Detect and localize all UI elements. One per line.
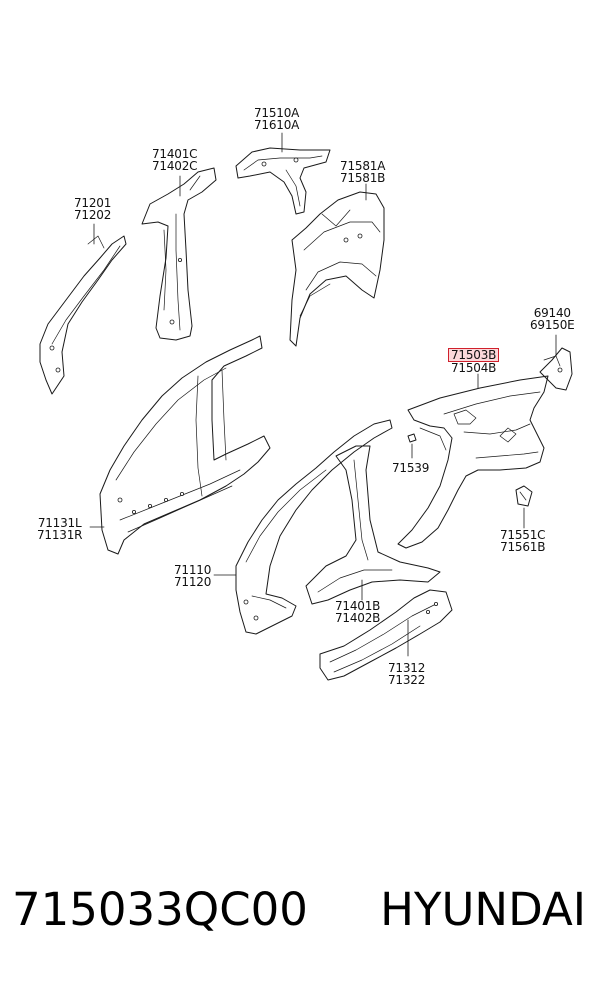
- part-71551c-bracket: [515, 485, 533, 507]
- part-71131-side-panel-front: [99, 335, 271, 555]
- part-number: 715033QC00: [12, 883, 308, 936]
- part-71510a-roof-bracket: [235, 147, 331, 215]
- part-71401b-b-pillar-outer: [305, 445, 441, 605]
- part-71581a-wheelhouse: [289, 191, 385, 347]
- part-71401c-b-pillar: [141, 167, 217, 341]
- highlighted-part-number: 71503B: [448, 348, 500, 362]
- part-71503b-quarter-panel: [397, 375, 549, 549]
- part-71110-a-pillar-outer: [235, 419, 393, 635]
- part-71312-side-sill: [319, 589, 453, 681]
- callout-71539: 71539: [392, 461, 430, 475]
- callout-71503b: 71503B 71504B: [448, 348, 500, 374]
- brand-name: HYUNDAI: [380, 883, 586, 936]
- footer: 715033QC00 HYUNDAI: [0, 880, 600, 950]
- part-71201-a-pillar-inner: [39, 235, 127, 395]
- part-71539-clip: [407, 433, 417, 443]
